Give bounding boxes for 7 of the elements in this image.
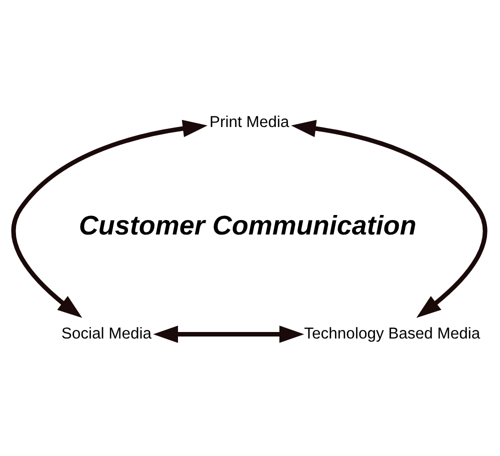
arrow (291, 119, 488, 318)
arrow (153, 325, 304, 342)
node-text: Social Media (61, 324, 152, 342)
arrow (11, 119, 208, 318)
label: Customer Communication (78, 210, 416, 240)
node-text: Technology Based Media (304, 324, 480, 342)
node-text: Print Media (209, 113, 290, 130)
